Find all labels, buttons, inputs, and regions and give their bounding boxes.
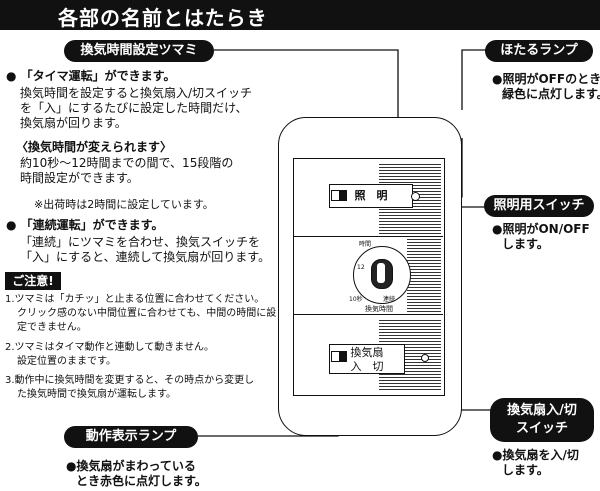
light-switch-label: 照明用スイッチ (484, 195, 594, 217)
firefly-lamp (411, 192, 420, 201)
dial-top-label: 時間 (359, 241, 372, 248)
caution-3: 3.動作中に換気時間を変更すると、その時点から変更した換気時間で換気扇が運転しま… (5, 375, 255, 400)
timer-heading-1: ● 「タイマ運転」ができます。 (6, 69, 176, 83)
caution-1: 1.ツマミは「カチッ」と止まる位置に合わせてください。クリック感のない中間位置に… (5, 294, 277, 333)
fan-switch-label: 換気扇入/切 スイッチ (490, 398, 594, 442)
caution-2: 2.ツマミはタイマ動作と連動して動きません。設定位置のままです。 (5, 342, 214, 367)
timer-knob-label: 換気時間設定ツマミ (64, 40, 214, 62)
timer-note: ※出荷時は2時間に設定しています。 (34, 198, 214, 211)
timer-para-3: 「連続」にツマミを合わせ、換気スイッチを「入」にすると、連続して換気扇が回ります… (20, 235, 271, 264)
hatch-mid (407, 238, 441, 312)
switch-frame (293, 158, 445, 396)
timer-heading-3: ● 「連続運転」ができます。 (6, 218, 164, 232)
dial-label: 換気時間 (365, 305, 393, 313)
page-title: 各部の名前とはたらき (58, 6, 268, 30)
switch-plate: 照 明 時間 連続 10秒 12 換気時間 換気扇入 切 (278, 117, 462, 436)
op-desc: ●換気扇がまわっているとき赤色に点灯します。 (66, 459, 207, 488)
dial-cont-label: 連続 (383, 296, 396, 303)
dial-10s-label: 10秒 (349, 296, 363, 303)
op-lamp-label: 動作表示ランプ (64, 426, 198, 448)
timer-heading-2: 〈換気時間が変えられます〉 (16, 140, 173, 154)
timer-para-2: 約10秒～12時間までの間で、15段階の時間設定ができます。 (20, 156, 234, 185)
op-indicator-lamp (331, 351, 347, 362)
fan-dot (421, 354, 429, 362)
timer-para-1: 換気時間を設定すると換気扇入/切スイッチを「入」にするたびに設定した時間だけ、換… (20, 86, 253, 130)
fan-desc: ●換気扇を入/切します。 (492, 448, 579, 477)
firefly-desc: ●照明がOFFのとき緑色に点灯します。 (492, 72, 600, 101)
dial-12-label: 12 (357, 264, 365, 271)
caution-badge: ご注意! (5, 272, 61, 290)
light-toggle-indicator[interactable] (331, 190, 347, 201)
firefly-lamp-label: ほたるランプ (485, 40, 593, 62)
title-banner: 各部の名前とはたらき (0, 0, 600, 30)
